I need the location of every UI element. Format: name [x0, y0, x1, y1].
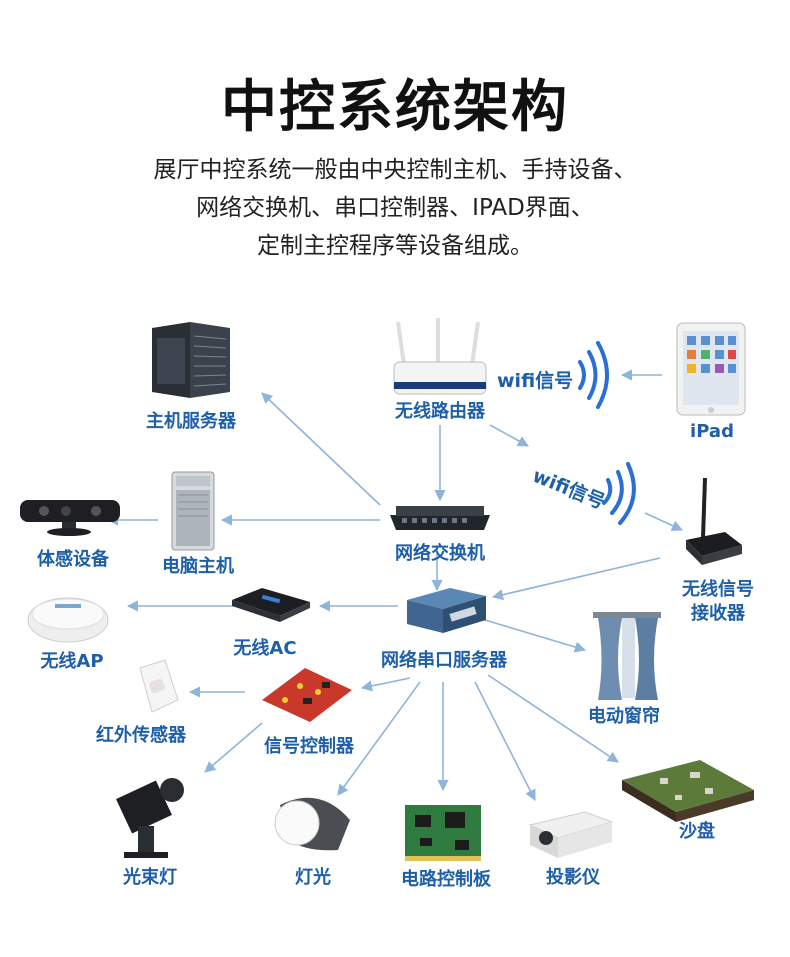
arrow-serial-light: [337, 681, 421, 796]
projector-icon: [528, 811, 614, 858]
signal-controller-icon: [262, 668, 352, 722]
label-projector: 投影仪: [546, 867, 600, 888]
router-icon: [393, 318, 487, 395]
connection-arrows: [106, 369, 684, 801]
label-serial: 网络串口服务器: [381, 650, 507, 671]
kinect-icon: [20, 500, 120, 536]
label-light: 灯光: [295, 867, 331, 888]
wireless-ap-icon: [27, 597, 109, 643]
lamp-icon: [274, 797, 350, 851]
description-line-1: 展厅中控系统一般由中央控制主机、手持设备、: [153, 157, 637, 183]
label-ipad: iPad: [690, 421, 734, 442]
label-ap: 无线AP: [40, 651, 104, 672]
serial-server-icon: [407, 588, 486, 633]
server-icon: [152, 322, 230, 398]
wireless-ac-icon: [232, 588, 310, 622]
circuit-board-icon: [405, 805, 481, 861]
label-router: 无线路由器: [395, 401, 485, 422]
arrow-receiver-serial: [491, 557, 661, 601]
network-switch-icon: [390, 506, 490, 530]
wifi-label-1: wifi信号: [497, 370, 574, 392]
description-line-3: 定制主控程序等设备组成。: [257, 233, 533, 259]
label-pc: 电脑主机: [162, 556, 234, 577]
arrow-signal-beam: [204, 722, 263, 773]
label-curtain: 电动窗帘: [588, 706, 660, 727]
label-kinect: 体感设备: [37, 549, 109, 570]
wifi-signal-icon-1: [578, 341, 609, 409]
sand-table-icon: [622, 760, 754, 822]
label-sandtable: 沙盘: [679, 821, 715, 842]
ir-sensor-icon: [139, 659, 179, 713]
wireless-receiver-icon: [686, 477, 742, 565]
label-receiver: 无线信号 接收器: [682, 579, 754, 624]
arrow-serial-curtain: [484, 619, 587, 653]
page-title: 中控系统架构: [221, 75, 569, 140]
label-ir: 红外传感器: [96, 725, 186, 746]
arrow-wifi2-receiver: [644, 512, 684, 531]
ipad-icon: [676, 322, 746, 416]
label-switch: 网络交换机: [395, 543, 485, 564]
label-server: 主机服务器: [146, 411, 236, 432]
arrow-switch-server: [261, 392, 381, 506]
label-pcb: 电路控制板: [401, 869, 491, 890]
curtain-icon: [593, 612, 661, 700]
beam-light-icon: [116, 778, 184, 858]
description-line-2: 网络交换机、串口控制器、IPAD界面、: [196, 195, 594, 221]
arrow-serial-projector: [474, 681, 536, 801]
label-signal: 信号控制器: [264, 736, 354, 757]
arrow-serial-signal: [360, 677, 411, 692]
wifi-signal-icon-2: [602, 462, 636, 525]
label-beam: 光束灯: [123, 867, 177, 888]
arrow-router-wifi2: [489, 424, 529, 447]
label-ac: 无线AC: [233, 638, 297, 659]
pc-tower-icon: [171, 471, 215, 551]
arrow-serial-sandtable: [487, 674, 619, 763]
